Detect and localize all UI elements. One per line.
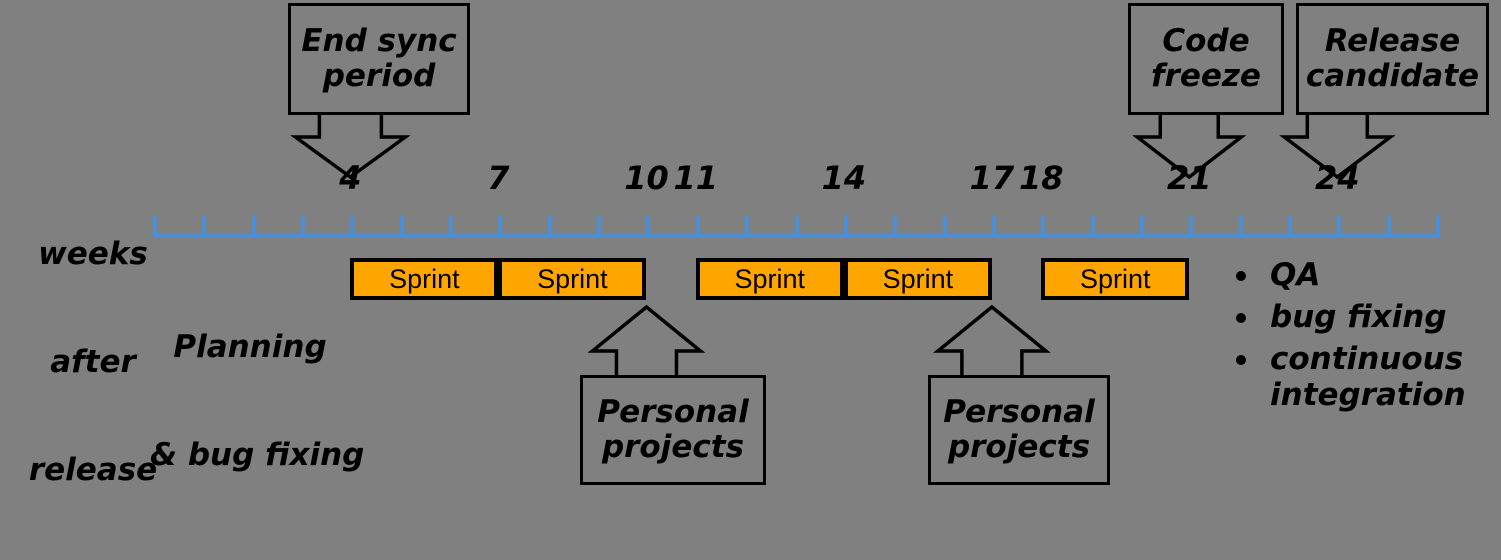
axis-caption-line-3: release <box>28 451 158 488</box>
axis-tick <box>597 216 602 238</box>
planning-line-1: Planning <box>173 328 327 365</box>
top-callout-3-line-2: candidate <box>1305 58 1480 94</box>
axis-tick <box>153 216 157 238</box>
bottom-callout-2-line-2: projects <box>947 429 1091 465</box>
axis-tick <box>202 216 207 238</box>
bullet-dot-icon <box>1236 271 1246 281</box>
axis-tick <box>301 216 306 238</box>
axis-tick <box>991 216 996 238</box>
axis-tick <box>449 216 454 238</box>
bottom-callout-1-arrow <box>587 304 706 375</box>
bottom-callout-1-line-1: Personal <box>597 394 749 431</box>
top-callout-3-arrow <box>1279 115 1396 180</box>
bullet-item-3-line-1: continuous <box>1270 340 1464 377</box>
week-axis <box>153 212 1440 238</box>
bottom-callout-1-line-2: projects <box>601 429 745 465</box>
bottom-callout-2-line-1: Personal <box>943 394 1095 431</box>
top-callout-3-line-1: Release <box>1324 23 1461 60</box>
week-label-11: 11 <box>673 159 719 197</box>
planning-line-2: & bug fixing <box>150 436 365 473</box>
week-label-18: 18 <box>1018 159 1064 197</box>
timeline-diagram: weeks after release Planning & bug fixin… <box>28 3 1498 488</box>
week-label-7: 7 <box>487 159 510 197</box>
axis-tick <box>1041 216 1046 238</box>
top-callout-1-line-1: End sync <box>301 23 457 60</box>
sprint-box-5[interactable]: Sprint <box>1041 258 1190 300</box>
axis-tick <box>794 216 799 238</box>
axis-tick <box>1090 216 1095 238</box>
bullet-dot-icon <box>1236 354 1246 365</box>
bottom-callout-2-arrow <box>932 304 1051 375</box>
week-label-14: 14 <box>821 159 867 197</box>
axis-tick <box>1139 216 1144 238</box>
sprint-box-3[interactable]: Sprint <box>695 258 844 300</box>
axis-tick <box>942 216 947 238</box>
sprint-box-2[interactable]: Sprint <box>498 258 647 300</box>
axis-tick <box>1436 216 1440 238</box>
top-callout-2-line-1: Code <box>1162 23 1250 60</box>
axis-caption-line-1: weeks <box>38 235 148 272</box>
sprint-box-4[interactable]: Sprint <box>843 258 992 300</box>
axis-tick <box>646 216 651 238</box>
week-label-17: 17 <box>969 159 1015 197</box>
axis-tick <box>1238 216 1243 238</box>
top-callout-1-arrow <box>290 115 411 180</box>
planning-caption: Planning & bug fixing <box>150 258 365 546</box>
axis-tick <box>843 216 848 238</box>
axis-tick <box>893 216 898 238</box>
axis-tick <box>695 216 700 238</box>
axis-tick <box>1337 216 1342 238</box>
axis-tick <box>399 216 404 238</box>
axis-tick <box>498 216 503 238</box>
axis-tick <box>1386 216 1391 238</box>
bullet-item-2: bug fixing <box>1228 298 1498 336</box>
axis-tick <box>251 216 256 238</box>
axis-caption-line-2: after <box>50 343 136 380</box>
bullet-item-1-line-1: QA <box>1270 257 1321 293</box>
bullet-dot-icon <box>1236 312 1246 323</box>
week-label-10: 10 <box>624 159 669 197</box>
sprint-box-1[interactable]: Sprint <box>350 258 499 300</box>
top-callout-2-line-2: freeze <box>1151 58 1261 94</box>
top-callout-1-line-2: period <box>322 58 436 94</box>
axis-tick <box>1287 216 1292 238</box>
bullet-item-1: QA <box>1228 257 1498 294</box>
bullet-item-3-line-2: integration <box>1270 376 1466 413</box>
axis-tick <box>547 216 552 238</box>
axis-caption: weeks after release <box>18 165 168 560</box>
axis-tick <box>745 216 750 238</box>
axis-tick <box>1189 216 1194 238</box>
top-callout-2-arrow <box>1132 115 1247 180</box>
bullet-item-2-line-1: bug fixing <box>1270 298 1447 335</box>
axis-tick <box>350 216 355 238</box>
